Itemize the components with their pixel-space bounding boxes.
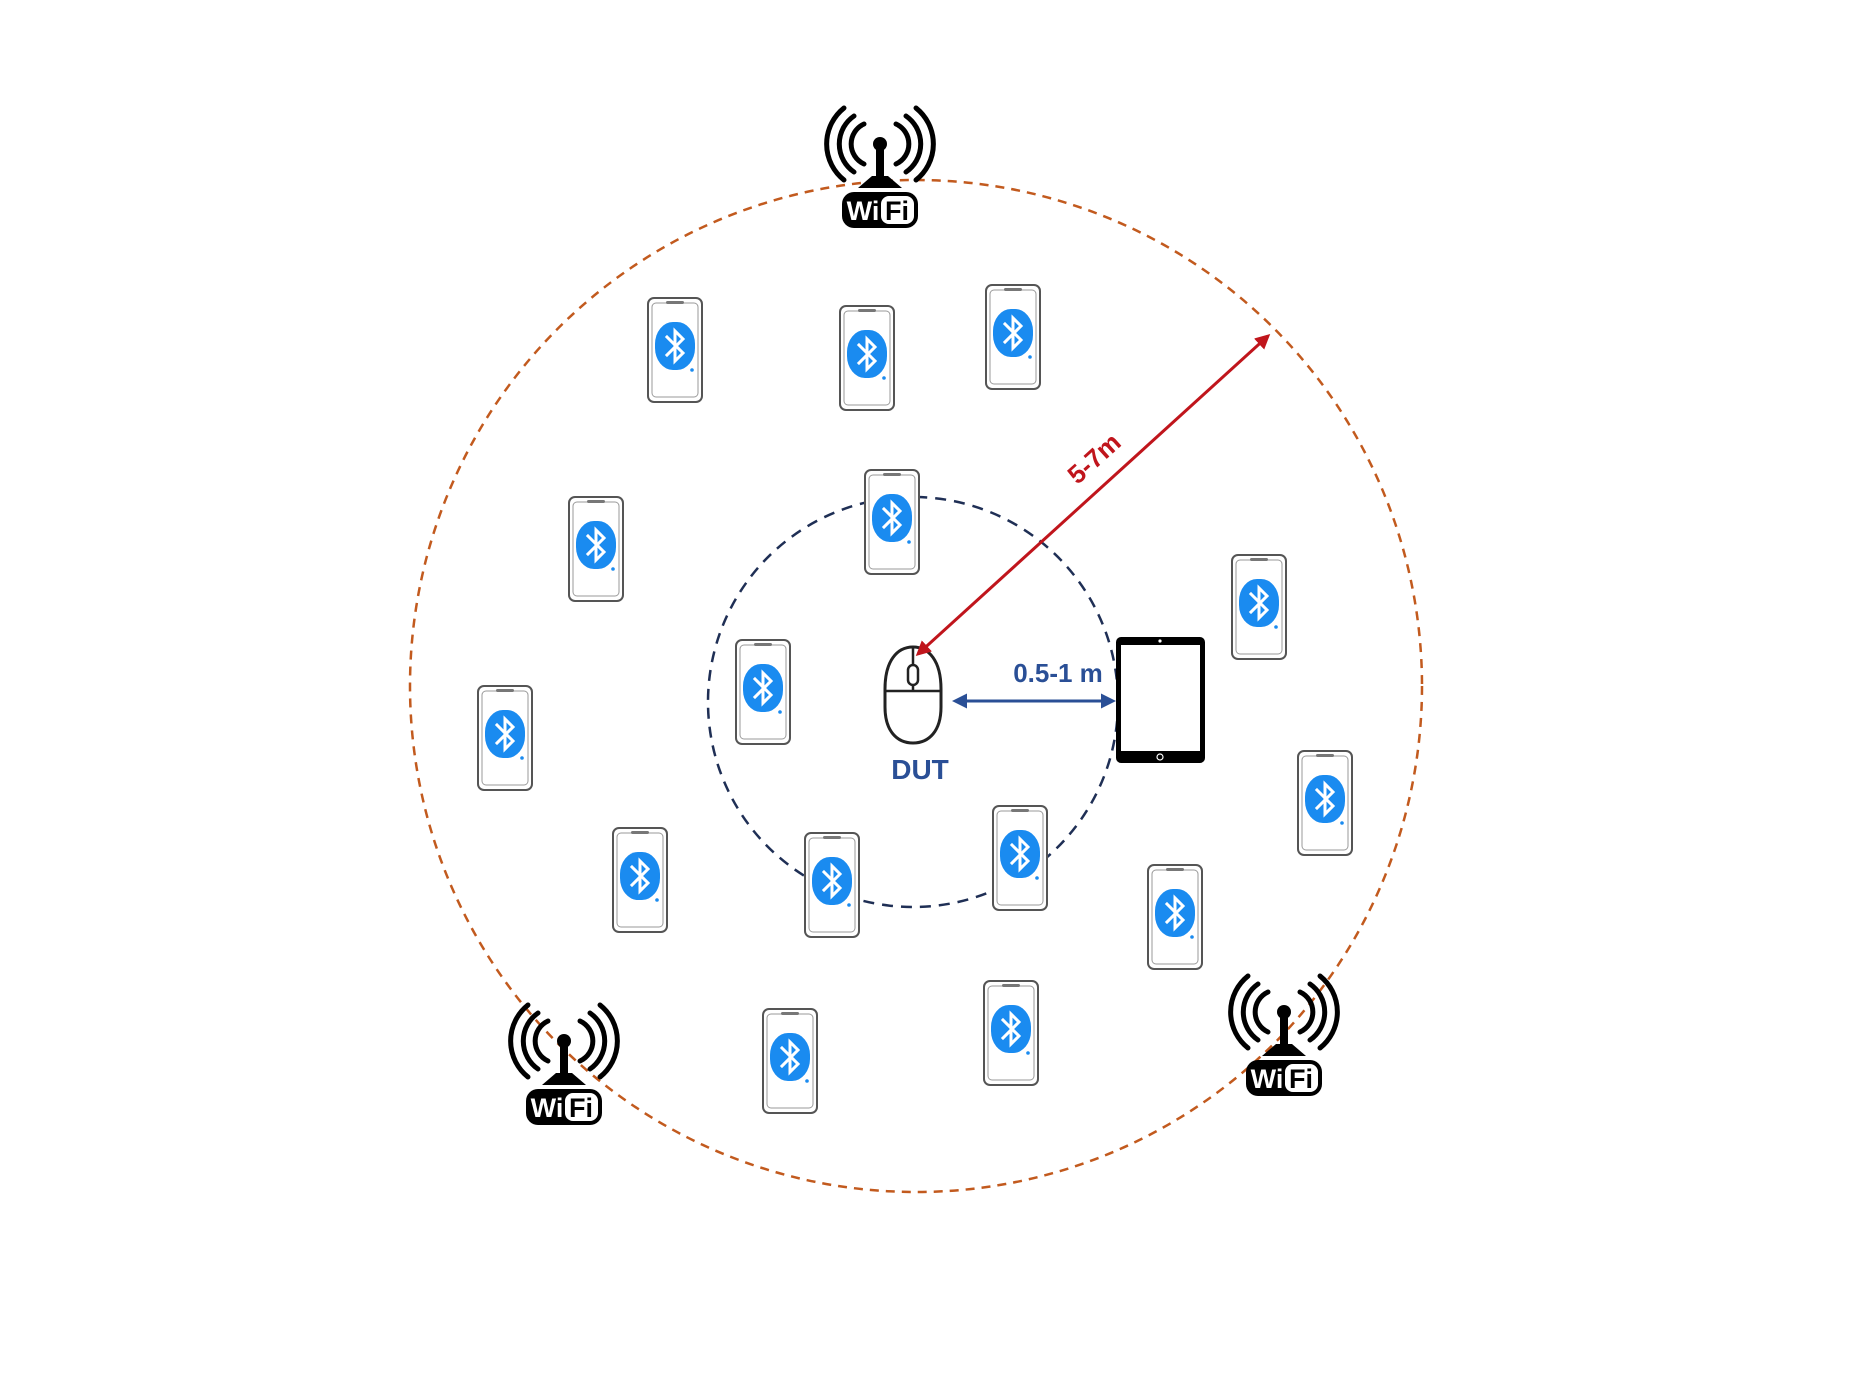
mouse-icon: [883, 645, 943, 745]
near-distance-label: 0.5-1 m: [1013, 658, 1103, 688]
bluetooth-phone-9: [1296, 749, 1354, 857]
tablet-icon: [1116, 637, 1205, 763]
wifi-router-icon: [1231, 976, 1338, 1096]
wifi-label-part2: Fi: [569, 1093, 593, 1123]
bluetooth-phone-3: [984, 283, 1042, 391]
dut-label: DUT: [891, 754, 949, 785]
wifi-label-part1: Wi: [847, 196, 880, 226]
bluetooth-phone-7: [734, 638, 792, 746]
wifi-router-bottom-right: Wi Fi: [1231, 976, 1338, 1096]
far-distance-arrow: [915, 333, 1271, 657]
bluetooth-phone-14: [761, 1007, 819, 1115]
wifi-label-part2: Fi: [885, 196, 909, 226]
bluetooth-phone-12: [991, 804, 1049, 912]
wifi-router-icon: [511, 1005, 618, 1125]
wifi-label-part1: Wi: [1251, 1064, 1284, 1094]
bluetooth-phone-15: [982, 979, 1040, 1087]
bluetooth-phone-6: [1230, 553, 1288, 661]
bluetooth-phone-8: [476, 684, 534, 792]
bluetooth-phone-4: [567, 495, 625, 603]
bluetooth-phone-11: [803, 831, 861, 939]
bluetooth-phone-1: [646, 296, 704, 404]
wifi-label-part1: Wi: [531, 1093, 564, 1123]
bluetooth-phone-13: [1146, 863, 1204, 971]
bluetooth-phone-2: [838, 304, 896, 412]
wifi-router-top: Wi Fi: [827, 108, 934, 228]
wifi-label-part2: Fi: [1289, 1064, 1313, 1094]
wifi-router-icon: [827, 108, 934, 228]
far-distance-label: 5-7m: [1061, 427, 1126, 490]
bluetooth-phone-5: [863, 468, 921, 576]
bluetooth-phone-10: [611, 826, 669, 934]
wifi-router-bottom-left: Wi Fi: [511, 1005, 618, 1125]
